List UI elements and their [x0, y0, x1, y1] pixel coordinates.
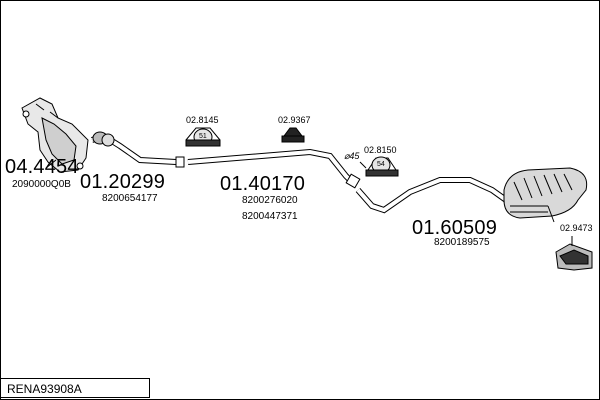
mount-label-02-9473: 02.9473	[560, 223, 593, 233]
part-code-rear-silencer: 01.60509	[412, 217, 498, 239]
part-ref-intermediate-pipe-1: 8200276020	[242, 195, 298, 206]
part-code-intermediate-pipe: 01.40170	[220, 173, 306, 195]
leader-lines	[359, 161, 573, 246]
part-ref-front-pipe: 8200654177	[102, 193, 158, 204]
mount-02-9367[interactable]	[281, 127, 305, 143]
rear-silencer-part[interactable]	[355, 167, 588, 223]
front-pipe-part[interactable]	[91, 131, 185, 168]
part-code-catalytic: 04.4454	[5, 156, 79, 178]
catalytic-converter-part[interactable]	[21, 97, 89, 173]
part-ref-rear-silencer: 8200189575	[434, 237, 490, 248]
intermediate-pipe-part[interactable]	[187, 148, 361, 189]
part-code-front-pipe: 01.20299	[80, 171, 166, 193]
diagram-code-box: RENA93908A	[0, 378, 150, 398]
mount-badge-02-8150: 54	[377, 161, 385, 168]
mount-02-9473[interactable]	[555, 243, 593, 271]
mount-badge-02-8145: 51	[199, 133, 207, 140]
mount-label-02-8145: 02.8145	[186, 115, 219, 125]
mount-02-8150[interactable]	[365, 156, 399, 177]
mount-02-8145[interactable]	[185, 127, 221, 147]
diagram-code: RENA93908A	[7, 382, 82, 396]
mount-label-02-8150: 02.8150	[364, 145, 397, 155]
part-ref-catalytic: 2090000Q0B	[12, 179, 71, 190]
mount-label-02-9367: 02.9367	[278, 115, 311, 125]
pipe-diameter-label: ⌀45	[344, 151, 360, 161]
part-ref-intermediate-pipe-2: 8200447371	[242, 211, 298, 222]
